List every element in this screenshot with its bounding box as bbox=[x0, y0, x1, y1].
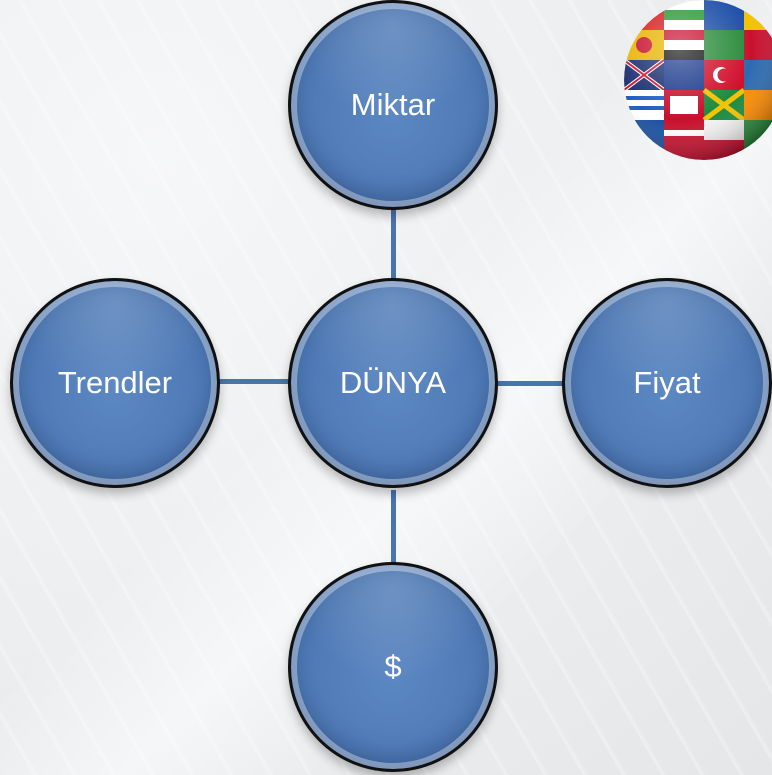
node-center: DÜNYA bbox=[288, 278, 498, 488]
node-center-label: DÜNYA bbox=[339, 365, 447, 400]
node-bottom: $ bbox=[288, 562, 498, 772]
node-top: Miktar bbox=[288, 0, 498, 210]
connector-right bbox=[494, 381, 569, 386]
node-bottom-label: $ bbox=[384, 649, 402, 684]
connector-left bbox=[218, 379, 293, 384]
flag-globe-icon bbox=[624, 0, 772, 160]
node-left: Trendler bbox=[10, 278, 220, 488]
node-top-label: Miktar bbox=[350, 87, 436, 122]
node-left-label: Trendler bbox=[57, 365, 173, 400]
connector-top bbox=[391, 205, 396, 290]
node-right: Fiyat bbox=[562, 278, 772, 488]
connector-bottom bbox=[391, 490, 396, 570]
node-right-label: Fiyat bbox=[633, 365, 701, 400]
